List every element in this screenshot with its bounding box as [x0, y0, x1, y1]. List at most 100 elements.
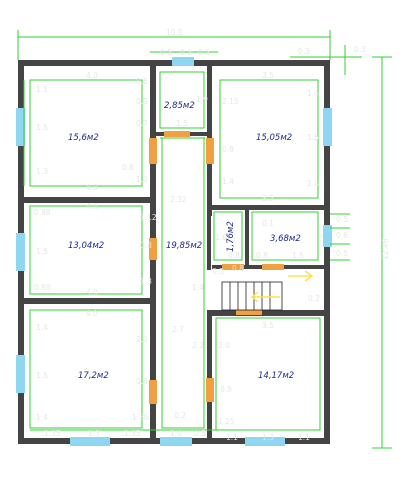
dim-ml-top: 4.0 [86, 202, 98, 211]
door-top-right [206, 138, 214, 164]
door-bath [164, 131, 190, 137]
room-area-wc: 1,76м2 [226, 221, 236, 252]
dim-ml-bottom: 4.0 [86, 288, 98, 297]
window-bath-top [172, 57, 194, 66]
dim-tl-b: 1.5 [36, 123, 48, 132]
bottom-dim-5: 1.1 [226, 433, 238, 442]
door-small [262, 264, 284, 270]
dim-br-e0: 0.2 [308, 294, 320, 303]
dim-ml-e0: 1.12 [140, 213, 157, 222]
dim-ml-a: 0.88 [34, 208, 51, 217]
overall-width: 10.0 [166, 28, 183, 37]
dim-tr-r0: 1.4 [307, 89, 319, 98]
dim-tl-top: 4.0 [86, 71, 98, 80]
room-area-bottom-right: 14,17м2 [258, 371, 294, 381]
dim-bath-w: 1.5 [176, 119, 188, 128]
dim-tr-bottom: 3.5 [262, 194, 274, 203]
dim-small-e2: 0.5 [336, 215, 348, 224]
dim-small-e7: 0.8 [228, 251, 240, 260]
top-door-dim-mid: 0.5 [180, 48, 192, 57]
dim-ml-c: 0.88 [34, 283, 51, 292]
dim-bl-e2: 1.3б [132, 413, 149, 422]
dim-bl-a: 1.4 [36, 323, 48, 332]
room-area-bath: 2,85м2 [164, 101, 195, 111]
dim-tr-r2: 1.4 [307, 179, 319, 188]
dim-tr-b: 0.8 [222, 145, 234, 154]
windows [16, 57, 332, 446]
stairs [221, 281, 283, 311]
door-bottom-left [149, 380, 157, 404]
left-offset: 0.3 [298, 47, 310, 56]
dim-ml-e1: 0.8 [140, 241, 152, 250]
room-area-top-left: 15,6м2 [68, 133, 99, 143]
dim-tr-r1: 1.5 [307, 133, 319, 142]
dim-hall-e0: 1.4 [192, 283, 204, 292]
stair-arrows [250, 270, 314, 303]
dim-ml-b: 1.5 [36, 247, 48, 256]
room-area-small: 3,68м2 [270, 234, 301, 244]
dim-tl-e1: 0.9 [136, 97, 148, 106]
room-area-bottom-left: 17,2м2 [78, 371, 109, 381]
dim-br-c: 1.25 [218, 417, 235, 426]
window-bottom-l [70, 437, 110, 446]
dim-tr-top: 3.5 [262, 71, 274, 80]
bottom-dim-1: 1.3 [88, 429, 100, 438]
right-offset: 0.3 [354, 45, 366, 54]
dim-tl-e0: 0.6 [136, 77, 148, 86]
dim-hall-a: 2.32 [170, 195, 187, 204]
room-dimension-frames [23, 71, 350, 431]
dim-hall-c: 2.2 [192, 341, 204, 350]
dim-small-e3: 0.6 [336, 231, 348, 240]
top-door-dim-right: 0.5 [198, 48, 210, 57]
dim-tl-e3: 0.8 [122, 163, 134, 172]
door-bottom-right [206, 378, 214, 402]
doors [149, 131, 284, 404]
dim-wc-h: 1.6 [215, 233, 227, 242]
bottom-dim-3: 1.0 [170, 429, 182, 438]
window-top-left [16, 108, 25, 146]
dim-small-e0: 0.1 [262, 219, 274, 228]
dim-bl-b: 1.5 [36, 371, 48, 380]
dim-small-e5: 0.8 [232, 264, 244, 273]
room-area-top-right: 15,05м2 [256, 133, 292, 143]
dim-tl-e4: 1.0 [136, 175, 148, 184]
dim-br-b: 0.8 [220, 385, 232, 394]
bottom-dim-6: 1.3 [262, 433, 274, 442]
dim-tr-a: 2.15 [222, 97, 239, 106]
dim-small-e1: 0.8 [256, 251, 268, 260]
dim-tl-a: 1.1 [36, 85, 48, 94]
dim-tr-c: 1.4 [222, 177, 234, 186]
dim-small-e6: 0.3 [212, 267, 224, 276]
bottom-dim-2: 1.35 [124, 429, 141, 438]
window-top-right [323, 108, 332, 146]
dim-tl-c: 1.3 [36, 167, 48, 176]
door-mid-left [149, 238, 157, 260]
window-small-right [323, 225, 332, 247]
top-door-dim-left: 0.5 [160, 48, 172, 57]
dim-bl-c: 1.4 [36, 413, 48, 422]
window-bottom-r [245, 437, 285, 446]
window-mid-left [16, 233, 25, 271]
bottom-dim-0: 1.35 [44, 429, 61, 438]
dim-ml-e2: 1.3 [140, 277, 152, 286]
dim-hall-b: 2.7 [172, 325, 184, 334]
dim-tl-e2: 0.7 [136, 119, 148, 128]
door-top-left [149, 138, 157, 164]
door-wc [222, 264, 244, 270]
dim-bl-e0: 2.0 [136, 335, 148, 344]
dim-small-e4: 0.5 [336, 249, 348, 258]
dim-br-top: 3.5 [262, 321, 274, 330]
dim-bath-h: 1.9 [196, 95, 208, 104]
dim-bl-e1: 0.8 [136, 377, 148, 386]
window-bottom-left [16, 355, 25, 393]
overall-height: 12.46 [381, 238, 390, 260]
bottom-dim-4: 0.5 [194, 429, 206, 438]
dim-small-w: 1.5 [292, 251, 304, 260]
dim-br-a: 2.0 [218, 341, 230, 350]
bottom-dim-7: 1.1 [298, 433, 310, 442]
room-area-hall: 19,85м2 [166, 241, 202, 251]
dim-tl-bottom: 4.0 [86, 183, 98, 192]
dim-bl-e3: 0.2 [174, 411, 186, 420]
room-area-mid-left: 13,04м2 [68, 241, 104, 251]
